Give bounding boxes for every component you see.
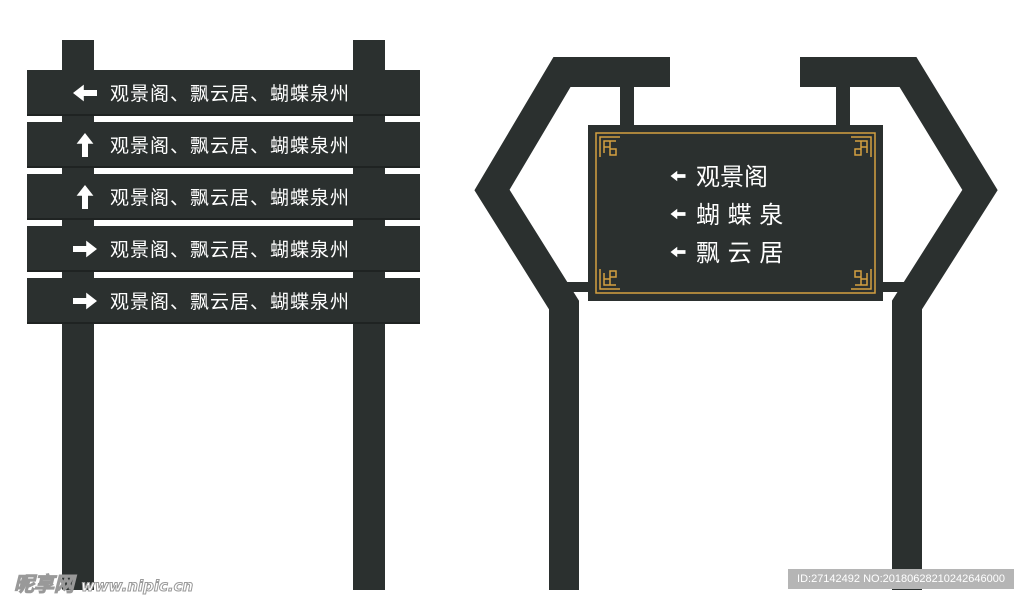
board-text: 观景阁、飘云居、蝴蝶泉州 [110, 291, 350, 313]
frame-left-arm [474, 57, 670, 590]
arrow-up-icon [76, 184, 94, 210]
corner-ornament [599, 269, 620, 290]
image-id: ID:27142492 NO:20180628210242646000 [788, 569, 1014, 589]
board-text: 观景阁、飘云居、蝴蝶泉州 [110, 83, 350, 105]
corner-ornament [851, 136, 872, 157]
sign-line-text: 观景阁 [696, 163, 768, 191]
arrow-right-icon [73, 292, 97, 310]
direction-board: 观景阁、飘云居、蝴蝶泉州 [27, 226, 420, 272]
sign-line-text: 飘 云 居 [696, 239, 783, 267]
hanger-right [836, 86, 850, 128]
arrow-left-icon [670, 208, 686, 220]
direction-board: 观景阁、飘云居、蝴蝶泉州 [27, 122, 420, 168]
watermark-logo: 昵享网 www.nipic.cn [14, 572, 194, 597]
arrow-left-icon [73, 84, 97, 102]
board-text: 观景阁、飘云居、蝴蝶泉州 [110, 239, 350, 261]
corner-ornament [599, 136, 620, 157]
hanging-sign [588, 125, 883, 301]
board-text: 观景阁、飘云居、蝴蝶泉州 [110, 187, 350, 209]
arrow-up-icon [76, 132, 94, 158]
arrow-left-icon [670, 170, 686, 182]
direction-board: 观景阁、飘云居、蝴蝶泉州 [27, 174, 420, 220]
arrow-left-icon [670, 246, 686, 258]
arrow-right-icon [73, 240, 97, 258]
board-text: 观景阁、飘云居、蝴蝶泉州 [110, 135, 350, 157]
direction-board: 观景阁、飘云居、蝴蝶泉州 [27, 278, 420, 324]
sign-border [595, 132, 876, 294]
direction-board: 观景阁、飘云居、蝴蝶泉州 [27, 70, 420, 116]
corner-ornament [851, 269, 872, 290]
hanger-left [620, 86, 634, 128]
frame-right-arm [800, 57, 998, 590]
sign-line-text: 蝴 蝶 泉 [696, 201, 783, 229]
